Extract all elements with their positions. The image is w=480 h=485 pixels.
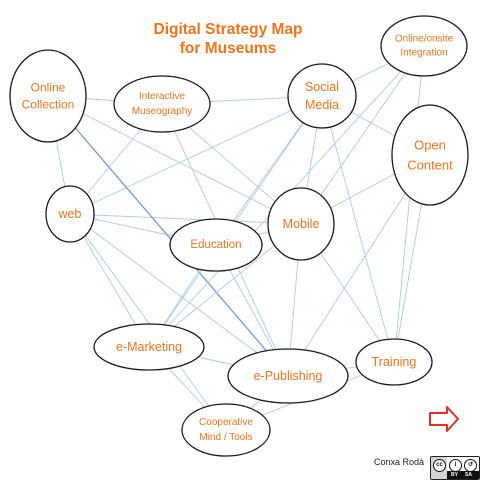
edge-online-collection-to-mobile <box>47 95 302 225</box>
node-ellipse <box>45 185 95 243</box>
node-label: Online <box>31 81 66 95</box>
node-label: Collection <box>22 98 75 112</box>
node-ellipse <box>93 323 205 371</box>
node-label: Education <box>190 239 241 251</box>
node-ellipse <box>9 49 87 143</box>
node-label: Cooperative <box>199 417 253 428</box>
node-training[interactable]: Training <box>355 338 433 386</box>
node-label: Online/onsite <box>395 34 454 45</box>
node-web[interactable]: web <box>45 185 95 243</box>
cc-icon: cc <box>433 459 446 472</box>
node-ellipse <box>169 218 263 272</box>
title-line-1: Digital Strategy Map <box>153 21 303 38</box>
node-ellipse <box>227 348 349 404</box>
cc-by-sa-badge: cc i ↺ BY SA <box>430 456 480 480</box>
node-ellipse <box>287 63 357 129</box>
node-ellipse <box>391 104 469 206</box>
node-ellipse <box>267 187 335 261</box>
node-label: e-Publishing <box>254 369 323 383</box>
node-label: e-Marketing <box>116 340 182 354</box>
node-label: Mind / Tools <box>199 432 252 443</box>
node-label: Museography <box>132 106 193 117</box>
title-line-2: for Museums <box>179 40 277 57</box>
node-label: Interactive <box>139 91 186 102</box>
edge-online-onsite-integration-to-training <box>393 45 425 363</box>
edge-social-media-to-training <box>321 95 395 363</box>
node-label: Integration <box>400 48 447 59</box>
edge-online-onsite-integration-to-mobile <box>300 45 425 225</box>
node-label: Social <box>305 80 339 94</box>
node-ellipse <box>380 15 468 77</box>
node-mobile[interactable]: Mobile <box>267 187 335 261</box>
node-label: Open <box>414 138 446 153</box>
edge-web-to-e-publishing <box>69 213 289 377</box>
node-education[interactable]: Education <box>169 218 263 272</box>
node-label: Content <box>407 158 453 173</box>
node-ellipse <box>113 75 211 133</box>
edge-web-to-social-media <box>69 95 323 215</box>
edge-web-to-cooperative-mind-tools <box>69 213 227 431</box>
node-ellipse <box>355 338 433 386</box>
node-label: Mobile <box>283 217 320 231</box>
edge-online-collection-to-e-publishing <box>47 95 289 377</box>
node-label: web <box>58 207 82 221</box>
node-label: Training <box>372 355 417 369</box>
node-e-marketing[interactable]: e-Marketing <box>93 323 205 371</box>
node-e-publishing[interactable]: e-Publishing <box>227 348 349 404</box>
node-ellipse <box>181 403 271 457</box>
diagram-title: Digital Strategy Map for Museums <box>148 20 308 58</box>
node-label: Media <box>305 98 339 112</box>
author-credit: Conxa Rodà <box>374 457 425 467</box>
next-arrow-icon[interactable] <box>429 406 459 432</box>
